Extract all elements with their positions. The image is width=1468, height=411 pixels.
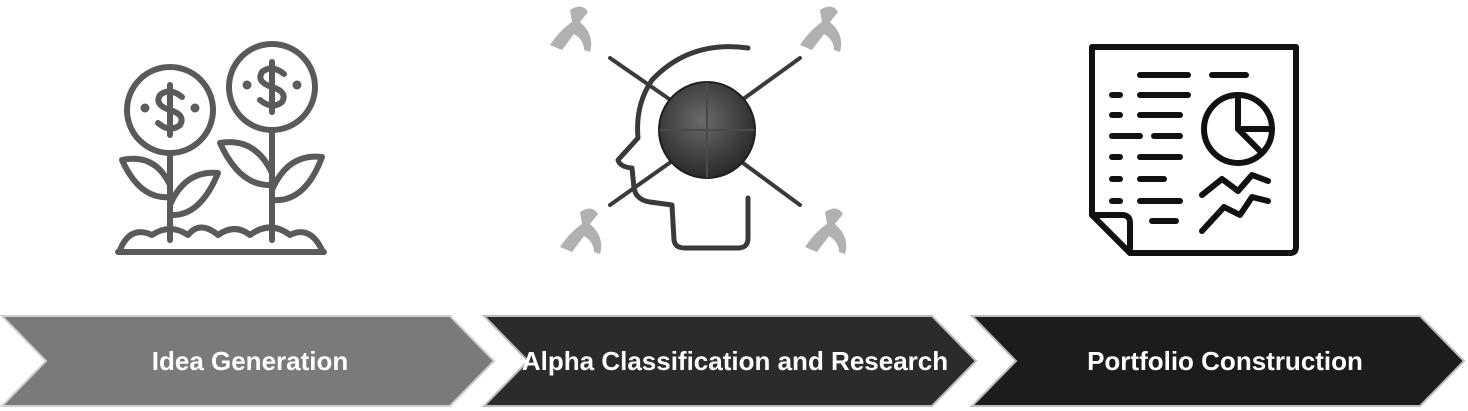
- money-plants-icon: [115, 41, 327, 255]
- step-label-alpha-classification: Alpha Classification and Research: [521, 345, 949, 376]
- icon-row: [115, 6, 1299, 256]
- step-label-idea-generation: Idea Generation: [151, 345, 349, 376]
- process-chevrons: [0, 315, 1466, 407]
- chevron-step-3: [969, 315, 1466, 407]
- head-crosshair-icon: [550, 6, 847, 254]
- step-label-portfolio-construction: Portfolio Construction: [1087, 345, 1363, 376]
- chevron-step-1: [0, 315, 496, 407]
- chevron-step-2: [481, 315, 978, 407]
- report-chart-icon: [1089, 44, 1299, 256]
